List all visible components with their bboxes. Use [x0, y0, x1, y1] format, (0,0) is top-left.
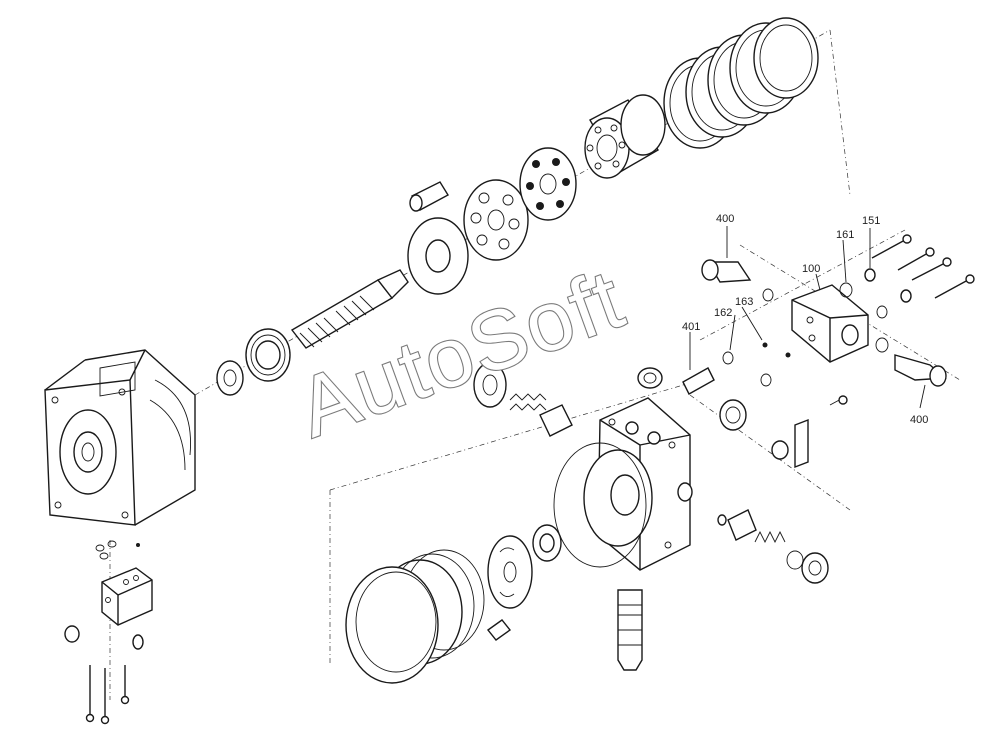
piston-pin: [409, 181, 449, 212]
small-plug-bracket: [771, 395, 848, 469]
callout-labels: 400 100 161 151 162 163 401 400: [682, 213, 928, 426]
part-162-ring: [722, 351, 772, 387]
part-400-valve-right: [875, 337, 947, 387]
callout-151: 151: [862, 215, 880, 227]
callout-162: 162: [714, 307, 732, 319]
drive-shaft: [290, 269, 409, 349]
part-401-fitting: [637, 367, 715, 395]
valve-plate: [487, 535, 533, 609]
callout-161: 161: [836, 229, 854, 241]
part-151-bolts: [864, 234, 975, 303]
thrust-plate: [407, 217, 469, 295]
rear-casing: [553, 397, 693, 571]
piston-set: [519, 147, 577, 221]
front-bearing: [245, 328, 291, 382]
valve-cover: [345, 549, 485, 684]
oil-seal: [216, 360, 244, 396]
brake-disc-stack: [663, 17, 819, 149]
spring-plunger-upper: [473, 362, 573, 437]
callout-400-top: 400: [716, 213, 734, 225]
rear-bearing: [532, 524, 562, 562]
callout-401: 401: [682, 321, 700, 333]
leader-lines: [689, 226, 926, 409]
part-100-valve-block: [791, 284, 869, 363]
cylinder-block: [584, 94, 666, 179]
callout-400-right: 400: [910, 414, 928, 426]
relief-plug: [719, 399, 747, 431]
check-valve-set: [717, 509, 829, 584]
callout-100: 100: [802, 263, 820, 275]
callout-163: 163: [735, 296, 753, 308]
set-screw: [486, 619, 512, 641]
sub-manifold-block: [64, 540, 153, 725]
part-161-ring: [839, 282, 888, 319]
part-400-valve-top: [701, 259, 774, 302]
speed-sensor: [617, 589, 643, 671]
motor-housing: [44, 349, 196, 526]
part-163-pin: [762, 342, 791, 358]
retainer-plate: [463, 179, 529, 261]
